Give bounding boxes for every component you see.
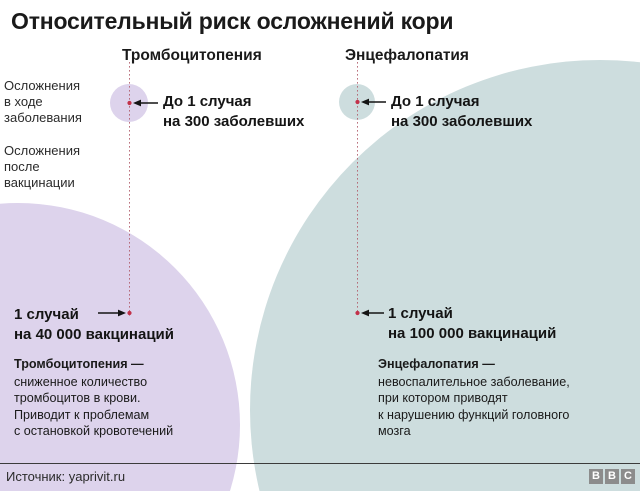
callout-vaccine-thrombocytopenia: 1 случай на 40 000 вакцинаций	[14, 306, 174, 343]
column-header-encephalopathy: Энцефалопатия	[345, 47, 469, 64]
definition-encephalopathy: Энцефалопатия — невоспалительное заболев…	[378, 356, 628, 440]
arrow-vaccine-left	[98, 309, 126, 317]
bbc-logo-letter-3: C	[621, 469, 635, 484]
definition-thrombocytopenia: Тромбоцитопения — сниженное количество т…	[14, 356, 239, 440]
marker-dot-vaccine-right	[355, 310, 360, 316]
definition-body-thrombocytopenia: сниженное количество тромбоцитов в крови…	[14, 374, 174, 439]
bubble-purple-large	[0, 203, 240, 491]
marker-dot-disease-left	[127, 100, 132, 106]
marker-dot-vaccine-left	[127, 310, 132, 316]
page-title: Относительный риск осложнений кори	[11, 8, 454, 34]
arrow-vaccine-right	[361, 309, 384, 317]
row-label-during-disease: Осложнения в ходе заболевания	[4, 78, 82, 125]
arrow-disease-left	[133, 99, 158, 107]
column-header-thrombocytopenia: Тромбоцитопения	[122, 47, 262, 64]
definition-term-thrombocytopenia: Тромбоцитопения —	[14, 357, 144, 371]
definition-term-encephalopathy: Энцефалопатия —	[378, 357, 495, 371]
bbc-logo-letter-1: B	[589, 469, 603, 484]
marker-dot-disease-right	[355, 99, 360, 105]
callout-disease-encephalopathy: До 1 случая на 300 заболевших	[391, 93, 533, 130]
row-label-after-vaccination: Осложнения после вакцинации	[4, 143, 81, 190]
footer-divider	[0, 463, 640, 464]
bbc-logo-letter-2: B	[605, 469, 619, 484]
source-credit: Источник: yaprivit.ru	[6, 469, 126, 484]
callout-disease-thrombocytopenia: До 1 случая на 300 заболевших	[163, 93, 305, 130]
callout-vaccine-encephalopathy: 1 случай на 100 000 вакцинаций	[388, 305, 557, 342]
arrow-disease-right	[361, 98, 386, 106]
definition-body-encephalopathy: невоспалительное заболевание, при которо…	[378, 374, 570, 439]
bbc-logo: B B C	[589, 469, 635, 484]
bubble-teal-large	[250, 60, 640, 491]
